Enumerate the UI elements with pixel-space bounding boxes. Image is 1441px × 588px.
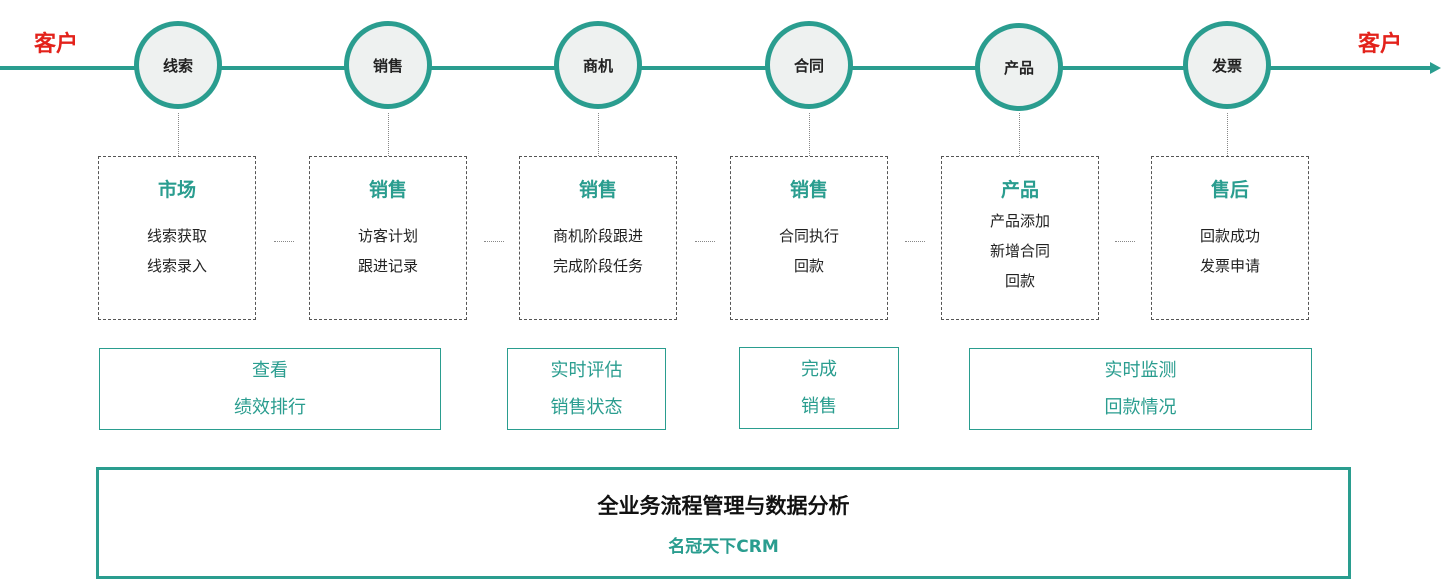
customer-start-label: 客户: [34, 32, 79, 57]
detail-item: 完成阶段任务: [552, 256, 643, 275]
summary-box-monitoring: 实时监测 回款情况: [969, 348, 1312, 430]
summary-line: 绩效排行: [234, 397, 306, 418]
footer-brand: 名冠天下CRM: [668, 536, 779, 557]
detail-item: 线索获取: [146, 226, 207, 245]
detail-box-title: 销售: [578, 179, 617, 201]
summary-line: 实时评估: [550, 360, 623, 381]
customer-end-label: 客户: [1358, 32, 1403, 57]
detail-item: 回款成功: [1199, 226, 1260, 245]
flow-line: [0, 66, 1430, 70]
summary-line: 销售状态: [550, 397, 623, 418]
footer-title: 全业务流程管理与数据分析: [597, 493, 850, 518]
detail-item: 产品添加: [989, 211, 1050, 230]
connector-line: [809, 113, 810, 156]
summary-box-complete: 完成 销售: [739, 347, 899, 429]
summary-box-performance: 查看 绩效排行: [99, 348, 441, 430]
connector-line: [178, 113, 179, 156]
box-connector: [1115, 241, 1135, 242]
box-connector: [695, 241, 715, 242]
box-connector: [905, 241, 925, 242]
detail-item: 线索录入: [146, 256, 207, 275]
connector-line: [1227, 113, 1228, 156]
detail-box-market: 市场 线索获取 线索录入: [98, 156, 256, 320]
detail-box-after-sales: 售后 回款成功 发票申请: [1151, 156, 1309, 320]
summary-line: 实时监测: [1104, 360, 1177, 381]
detail-box-title: 销售: [789, 179, 828, 201]
summary-line: 查看: [252, 360, 288, 381]
detail-box-title: 产品: [1000, 179, 1039, 201]
stage-node-sales: 销售: [344, 21, 432, 109]
detail-box-title: 市场: [157, 179, 196, 201]
summary-line: 完成: [801, 359, 837, 380]
detail-item: 访客计划: [357, 226, 418, 245]
footer-box: 全业务流程管理与数据分析 名冠天下CRM: [96, 467, 1351, 579]
stage-node-opportunity: 商机: [554, 21, 642, 109]
detail-item: 合同执行: [778, 226, 839, 245]
detail-box-sales-contract: 销售 合同执行 回款: [730, 156, 888, 320]
box-connector: [484, 241, 504, 242]
detail-box-sales-opportunity: 销售 商机阶段跟进 完成阶段任务: [519, 156, 677, 320]
box-connector: [274, 241, 294, 242]
stage-node-invoice: 发票: [1183, 21, 1271, 109]
stage-node-contract: 合同: [765, 21, 853, 109]
detail-box-title: 销售: [368, 179, 407, 201]
detail-item: 回款: [1004, 271, 1035, 290]
detail-item: 发票申请: [1199, 256, 1260, 275]
detail-item: 跟进记录: [357, 256, 418, 275]
detail-item: 商机阶段跟进: [552, 226, 643, 245]
summary-box-evaluation: 实时评估 销售状态: [507, 348, 666, 430]
detail-item: 新增合同: [989, 241, 1050, 260]
flow-arrowhead: [1430, 62, 1441, 74]
connector-line: [388, 113, 389, 156]
summary-line: 回款情况: [1104, 397, 1177, 418]
detail-box-sales-visits: 销售 访客计划 跟进记录: [309, 156, 467, 320]
detail-box-product: 产品 产品添加 新增合同 回款: [941, 156, 1099, 320]
stage-node-leads: 线索: [134, 21, 222, 109]
stage-node-product: 产品: [975, 23, 1063, 111]
detail-item: 回款: [793, 256, 824, 275]
detail-box-title: 售后: [1210, 179, 1249, 201]
connector-line: [598, 113, 599, 156]
summary-line: 销售: [801, 396, 837, 417]
connector-line: [1019, 113, 1020, 156]
